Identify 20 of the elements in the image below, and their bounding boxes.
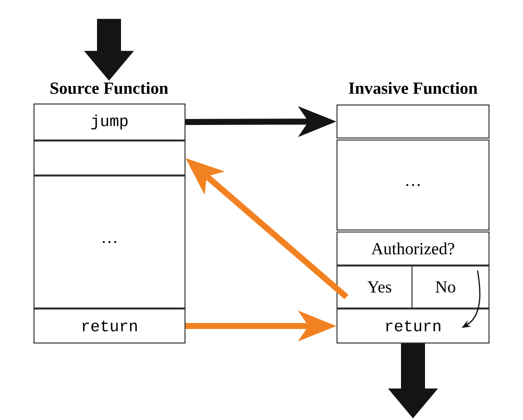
text-cell [336,140,490,230]
node-label: Authorized? [371,242,454,254]
code-cell [34,308,186,344]
heading: Invasive Function [348,82,478,94]
node-label: return [82,320,137,332]
node-label: return [386,320,440,332]
node-label: … [406,184,420,186]
heading: Source Function [50,82,168,94]
node-label: No [436,281,456,293]
text-cell [336,232,490,266]
code-cell [34,104,186,140]
text-cell [34,176,186,308]
empty-cell [34,140,186,176]
node-label: … [102,240,116,243]
empty-cell [336,104,490,138]
text-cell [336,266,412,308]
node-label: Yes [367,281,392,293]
code-cell [336,308,490,344]
node-label: jump [91,114,128,130]
text-cell [412,266,490,308]
